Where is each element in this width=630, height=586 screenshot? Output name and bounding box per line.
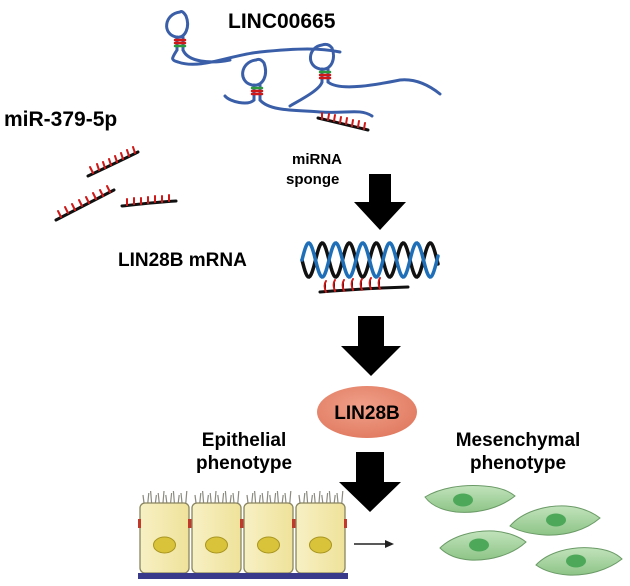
- epithelial-label-line1: Epithelial: [202, 430, 286, 451]
- mesenchymal-cell-icon: [509, 505, 601, 536]
- free-mirnas: [54, 146, 178, 222]
- mirna-strand-icon: [54, 185, 116, 222]
- mrna-label: LIN28B mRNA: [118, 250, 247, 271]
- mirna-strand-icon: [316, 112, 370, 132]
- mesenchymal-cell-icon: [535, 547, 623, 576]
- double-helix-icon: [300, 241, 440, 279]
- epithelial-cells: [138, 490, 347, 574]
- down-arrow-icon: [339, 452, 401, 512]
- mirna-strand-icon: [318, 277, 410, 294]
- epithelial-cell-icon: [191, 490, 242, 574]
- sponge-label-line1: miRNA: [292, 151, 342, 168]
- mirna-label: miR-379-5p: [4, 108, 117, 131]
- tight-junction: [240, 519, 245, 528]
- epithelial-cell-icon: [243, 490, 294, 574]
- sponge-label-line2: sponge: [286, 171, 339, 188]
- basement-membrane: [138, 573, 348, 579]
- lncrna-label: LINC00665: [228, 10, 336, 33]
- lin28b-protein: [317, 386, 417, 438]
- epithelial-label-line2: phenotype: [196, 453, 292, 474]
- mirna-strand-icon: [86, 146, 140, 178]
- mesenchymal-cell-icon: [439, 530, 527, 561]
- mesenchymal-cells: [424, 485, 623, 576]
- tight-junction: [344, 519, 347, 528]
- mirna-strand-icon: [120, 194, 178, 208]
- epithelial-cell-icon: [295, 490, 346, 574]
- tight-junction: [138, 519, 141, 528]
- mesenchymal-label-line2: phenotype: [470, 453, 566, 474]
- down-arrow-icon: [341, 316, 401, 376]
- transition-arrow-icon: [354, 540, 394, 548]
- protein-label: LIN28B: [334, 403, 399, 424]
- mesenchymal-cell-icon: [424, 485, 516, 513]
- mesenchymal-label-line1: Mesenchymal: [456, 430, 581, 451]
- tight-junction: [292, 519, 297, 528]
- epithelial-cell-icon: [139, 490, 190, 574]
- tight-junction: [188, 519, 193, 528]
- lncrna-linc00665: [165, 10, 442, 118]
- down-arrow-icon: [354, 174, 406, 230]
